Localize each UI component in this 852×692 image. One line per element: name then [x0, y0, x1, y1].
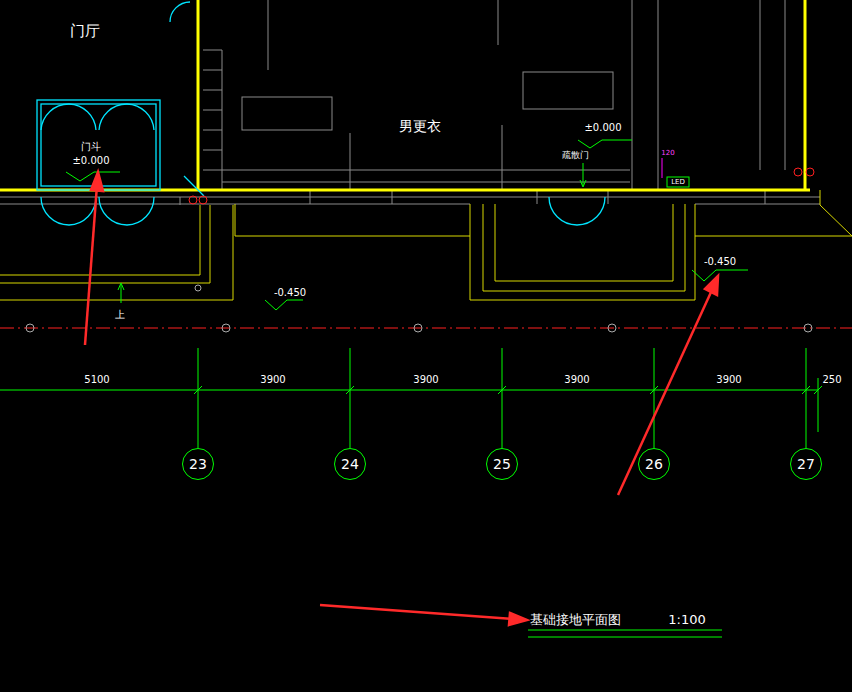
plan-label: 3900: [714, 374, 743, 386]
plan-label: 门斗: [79, 141, 103, 153]
plan-label: 250: [820, 374, 843, 386]
axis-bubble: 24: [334, 448, 366, 480]
plan-label: 门厅: [68, 23, 102, 40]
plan-label: 3900: [258, 374, 287, 386]
plan-label: 1:100: [666, 613, 707, 628]
axis-bubble: 23: [182, 448, 214, 480]
plan-label: 上: [113, 309, 127, 321]
axis-bubble: 26: [638, 448, 670, 480]
axis-number: 24: [341, 456, 359, 472]
axis-number: 25: [493, 456, 511, 472]
axis-number: 27: [797, 456, 815, 472]
plan-label: 120: [659, 149, 676, 157]
plan-label: -0.450: [272, 287, 308, 299]
plan-label: 5100: [82, 374, 111, 386]
plan-label: 男更衣: [397, 118, 443, 134]
plan-label: 3900: [411, 374, 440, 386]
plan-label: 疏散门: [560, 150, 591, 160]
axis-number: 26: [645, 456, 663, 472]
plan-label: -0.450: [702, 256, 738, 268]
plan-label: ±0.000: [582, 122, 623, 134]
axis-bubble: 25: [486, 448, 518, 480]
plan-label: ±0.000: [70, 155, 111, 167]
axis-bubble: 27: [790, 448, 822, 480]
drawing-title: 基础接地平面图: [530, 611, 621, 629]
plan-label: LED: [669, 178, 687, 186]
axis-number: 23: [189, 456, 207, 472]
plan-label: 3900: [562, 374, 591, 386]
